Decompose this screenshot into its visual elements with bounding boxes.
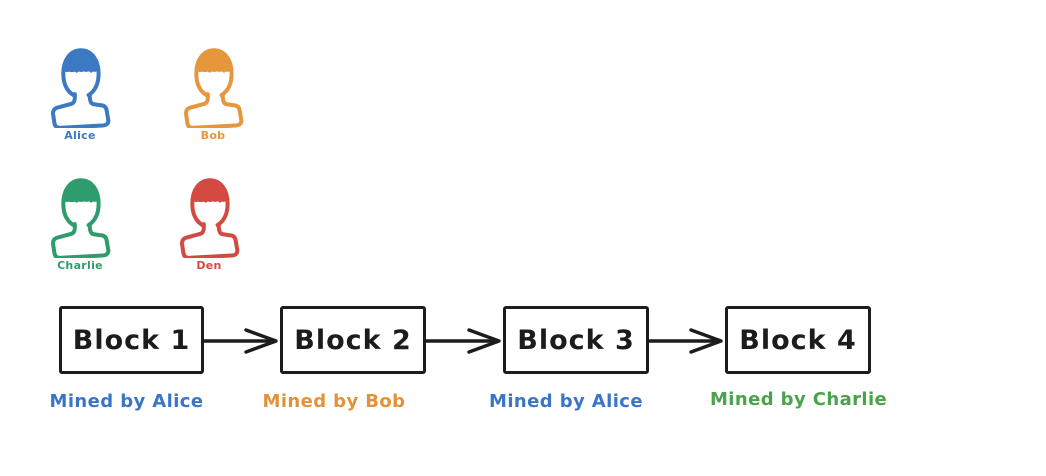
block-4: Block 4 bbox=[725, 306, 871, 374]
miner-caption-block-4: Mined by Charlie bbox=[710, 389, 888, 410]
arrow-right-icon bbox=[646, 328, 723, 354]
miner-caption-block-3: Mined by Alice bbox=[489, 391, 643, 412]
block-label: Block 1 bbox=[72, 324, 191, 356]
person-name-label: Den bbox=[196, 259, 222, 272]
person-bob: Bob bbox=[176, 44, 250, 142]
block-label: Block 2 bbox=[294, 324, 412, 356]
miner-caption-block-2: Mined by Bob bbox=[262, 391, 406, 412]
person-alice: Alice bbox=[43, 44, 117, 142]
person-bust-icon bbox=[179, 178, 240, 258]
person-charlie: Charlie bbox=[43, 174, 117, 272]
person-bust-icon bbox=[50, 48, 111, 128]
arrow-right-icon bbox=[201, 328, 278, 354]
block-label: Block 3 bbox=[517, 324, 635, 356]
block-label: Block 4 bbox=[739, 324, 857, 356]
person-name-label: Bob bbox=[200, 129, 226, 142]
person-name-label: Alice bbox=[64, 129, 96, 142]
block-2: Block 2 bbox=[280, 306, 426, 374]
person-den: Den bbox=[172, 174, 246, 272]
block-3: Block 3 bbox=[503, 306, 649, 374]
miner-caption-block-1: Mined by Alice bbox=[49, 391, 204, 412]
person-bust-icon bbox=[50, 178, 111, 258]
person-bust-icon bbox=[183, 48, 244, 128]
person-name-label: Charlie bbox=[57, 259, 103, 272]
block-1: Block 1 bbox=[59, 306, 204, 374]
arrow-right-icon bbox=[424, 328, 501, 354]
